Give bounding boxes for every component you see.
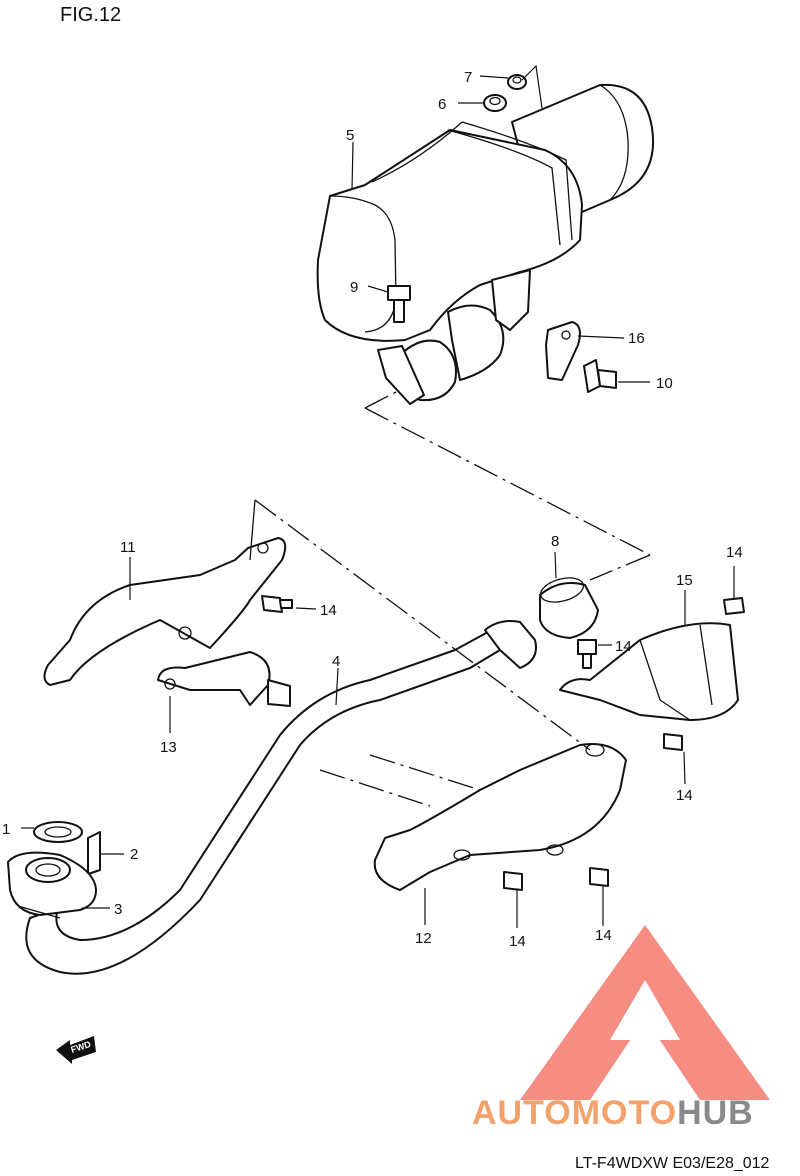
callout-14: 14	[615, 638, 632, 655]
muffler	[316, 83, 655, 405]
forward-arrow-icon: FWD	[56, 1036, 96, 1064]
bolt-14	[503, 871, 523, 891]
callout-1: 1	[2, 821, 10, 838]
logo-text-primary: AUTOMOTO	[472, 1094, 677, 1132]
logo-watermark	[520, 925, 770, 1100]
callout-7: 7	[464, 69, 472, 86]
callout-16: 15	[676, 572, 693, 589]
footer-code: LT-F4WDXW E03/E28_012	[575, 1155, 770, 1172]
callout-4: 4	[332, 653, 340, 670]
callout-13: 13	[160, 739, 177, 756]
nut-6	[483, 94, 507, 112]
callout-9: 9	[350, 279, 358, 296]
callout-5: 5	[346, 127, 354, 144]
figure-title: FIG.12	[60, 4, 121, 26]
bracket-17	[545, 321, 581, 381]
bolt-9	[387, 285, 411, 323]
callout-6: 6	[438, 96, 446, 113]
heat-shield-16	[559, 622, 739, 721]
callout-15: 14	[676, 787, 693, 804]
bolt-15	[663, 733, 683, 751]
callout-10: 10	[656, 375, 673, 392]
logo-text-secondary: HUB	[677, 1094, 754, 1132]
gasket-1	[33, 821, 83, 843]
bolt-14	[577, 639, 597, 669]
callout-14: 14	[726, 544, 743, 561]
bracket-13	[157, 651, 291, 707]
callout-17: 16	[628, 330, 645, 347]
callout-2: 2	[130, 846, 138, 863]
exhaust-flange-3	[7, 851, 97, 919]
stud-2	[87, 831, 101, 875]
callout-12: 12	[415, 930, 432, 947]
heat-shield-11	[43, 537, 287, 686]
logo-text: AUTOMOTOHUB	[472, 1094, 754, 1132]
callout-14: 14	[320, 602, 337, 619]
callout-3: 3	[114, 901, 122, 918]
callout-11: 11	[120, 539, 136, 556]
heat-shield-12	[373, 743, 627, 891]
callout-14: 14	[509, 933, 526, 950]
callout-8: 8	[551, 533, 559, 550]
bolt-10	[583, 359, 617, 393]
nut-7	[507, 74, 527, 90]
callout-14: 14	[595, 927, 612, 944]
bolt-14	[589, 867, 609, 887]
exhaust-pipe	[25, 577, 599, 975]
bolt-14	[261, 595, 293, 613]
bolt-14	[723, 597, 745, 615]
